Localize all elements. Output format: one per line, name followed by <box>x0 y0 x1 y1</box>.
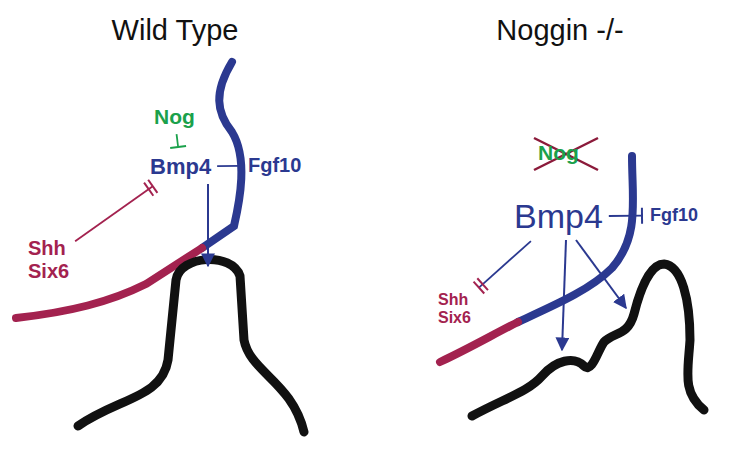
gene-name: Fgf10 <box>248 154 301 177</box>
inhibition-connector <box>609 208 642 224</box>
signal-arrow <box>576 240 626 308</box>
inhibition-connector <box>75 180 157 241</box>
gene-name: Shh Six6 <box>28 237 69 283</box>
inhibition-connector <box>170 134 186 148</box>
gene-name: Shh Six6 <box>438 291 471 328</box>
gene-label: Nog <box>536 140 581 166</box>
gene-name: Bmp4 <box>150 154 211 179</box>
ectoderm-blue <box>518 156 633 322</box>
mesenchyme-outline <box>78 260 304 432</box>
panel-title: Noggin -/- <box>496 14 623 47</box>
gene-label: Nog <box>152 104 197 130</box>
gene-name: Bmp4 <box>514 197 603 236</box>
gene-name: Fgf10 <box>650 205 698 226</box>
inhibition-connector <box>474 241 531 293</box>
panel-title: Wild Type <box>112 14 239 47</box>
knockout-cross <box>534 138 598 170</box>
knockout-cross <box>534 138 598 170</box>
ectoderm-magenta <box>440 322 518 362</box>
signal-arrow <box>207 184 209 266</box>
gene-label: Bmp4 <box>148 153 213 180</box>
gene-label: Fgf10 <box>246 153 303 178</box>
signal-arrow <box>562 240 566 350</box>
gene-name: Nog <box>538 141 579 165</box>
gene-label: Shh Six6 <box>26 236 71 284</box>
gene-label: Fgf10 <box>648 204 700 227</box>
gene-label: Shh Six6 <box>436 290 473 329</box>
gene-name: Nog <box>154 105 195 129</box>
inhibition-connector <box>217 158 240 174</box>
gene-label: Bmp4 <box>512 196 605 237</box>
mesenchyme-outline <box>472 264 704 416</box>
